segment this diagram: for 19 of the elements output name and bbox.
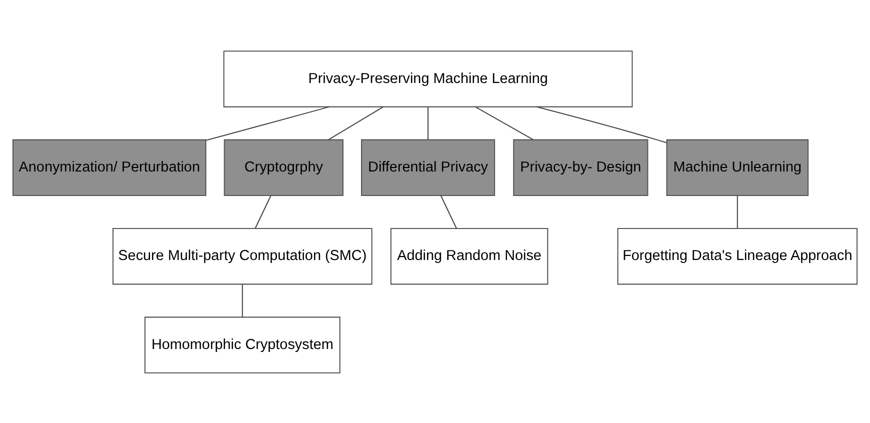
connector <box>428 106 429 140</box>
node-box: Privacy-Preserving Machine Learning <box>223 50 633 107</box>
connector <box>254 194 272 228</box>
connector <box>536 106 667 143</box>
node-box: Forgetting Data's Lineage Approach <box>617 227 858 284</box>
node-box: Secure Multi-party Computation (SMC) <box>112 227 372 284</box>
node-box: Homomorphic Cryptosystem <box>144 316 340 373</box>
node-box: Adding Random Noise <box>390 227 548 284</box>
node-box: Machine Unlearning <box>666 138 809 196</box>
connector <box>475 106 534 140</box>
connector <box>242 284 243 317</box>
node-box: Cryptogrphy <box>224 138 344 196</box>
node-box: Anonymization/ Perturbation <box>12 138 206 196</box>
connector <box>206 106 330 140</box>
connector <box>440 194 457 228</box>
connector <box>736 195 738 228</box>
node-box: Privacy-by- Design <box>513 138 648 196</box>
connector <box>328 106 384 140</box>
node-box: Differential Privacy <box>361 138 496 196</box>
